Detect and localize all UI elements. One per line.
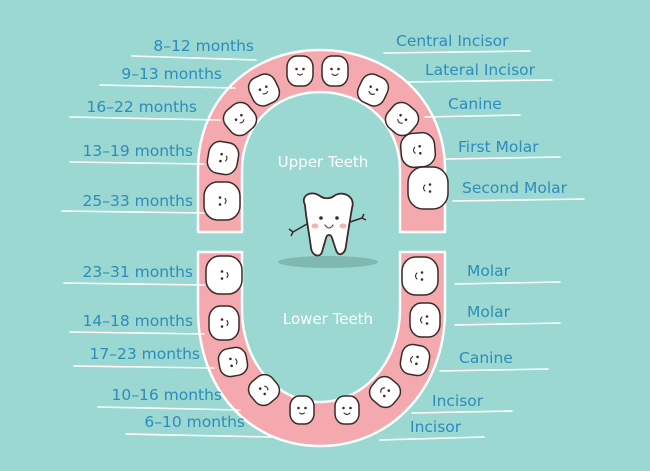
tooth-type-label: Molar [467,303,511,321]
age-label: 9–13 months [121,65,222,83]
underline [379,436,485,441]
baby-tooth-icon [203,181,241,221]
baby-tooth-icon [206,140,240,176]
age-label: 8–12 months [153,37,254,55]
lower-right-types: Molar Molar Canine Incisor Incisor [379,262,561,441]
age-label: 16–22 months [86,98,197,116]
underline [69,331,205,335]
underline [131,55,257,61]
underline [454,281,561,285]
underline [411,410,513,414]
baby-tooth-icon [247,373,281,407]
underline [424,114,521,118]
baby-tooth-icon [409,302,441,338]
smiling-tooth-icon [278,192,378,268]
baby-tooth-icon [205,255,243,295]
upper-teeth-label: Upper Teeth [278,153,369,171]
baby-tooth-icon [217,346,249,378]
baby-tooth-icon [399,131,437,169]
baby-tooth-icon [334,395,360,425]
baby-tooth-icon [384,101,420,137]
baby-tooth-icon [321,55,349,87]
upper-left-ages: 8–12 months 9–13 months 16–22 months 13–… [61,37,257,214]
underline [69,116,221,121]
age-label: 13–19 months [82,142,193,160]
age-label: 14–18 months [82,312,193,330]
underline [439,368,549,372]
baby-tooth-icon [407,166,449,210]
underline [97,406,241,411]
underline [69,161,205,165]
underline [407,79,553,83]
underline [99,84,236,89]
tooth-type-label: Central Incisor [396,32,509,50]
baby-tooth-icon [208,305,240,341]
lower-left-ages: 23–31 months 14–18 months 17–23 months 1… [63,263,273,438]
underline [445,156,561,160]
tooth-type-label: Incisor [432,392,484,410]
tooth-type-label: Incisor [410,418,462,436]
teeth-group [203,55,449,425]
underline [454,322,561,326]
baby-tooth-icon [286,55,314,87]
tooth-type-label: Second Molar [462,179,568,197]
baby-tooth-icon [356,73,390,107]
age-label: 23–31 months [82,263,193,281]
tooth-type-label: First Molar [458,138,539,156]
baby-tooth-icon [401,256,439,296]
underline [452,198,585,202]
age-label: 17–23 months [89,345,200,363]
underline [63,282,205,286]
baby-tooth-icon [289,395,315,425]
age-label: 10–16 months [111,386,222,404]
tooth-type-label: Canine [459,349,513,367]
tooth-type-label: Molar [467,262,511,280]
age-label: 25–33 months [82,192,193,210]
baby-tooth-icon [368,375,402,409]
baby-tooth-icon [399,343,431,377]
tooth-type-label: Canine [448,95,502,113]
underline [73,365,215,369]
baby-tooth-icon [222,101,258,137]
upper-right-types: Central Incisor Lateral Incisor Canine F… [383,32,585,202]
lower-teeth-label: Lower Teeth [283,310,373,328]
underline [61,210,205,214]
underline [125,433,273,438]
underline [383,50,531,54]
tooth-type-label: Lateral Incisor [425,61,536,79]
baby-tooth-icon [247,73,281,107]
age-label: 6–10 months [144,413,245,431]
